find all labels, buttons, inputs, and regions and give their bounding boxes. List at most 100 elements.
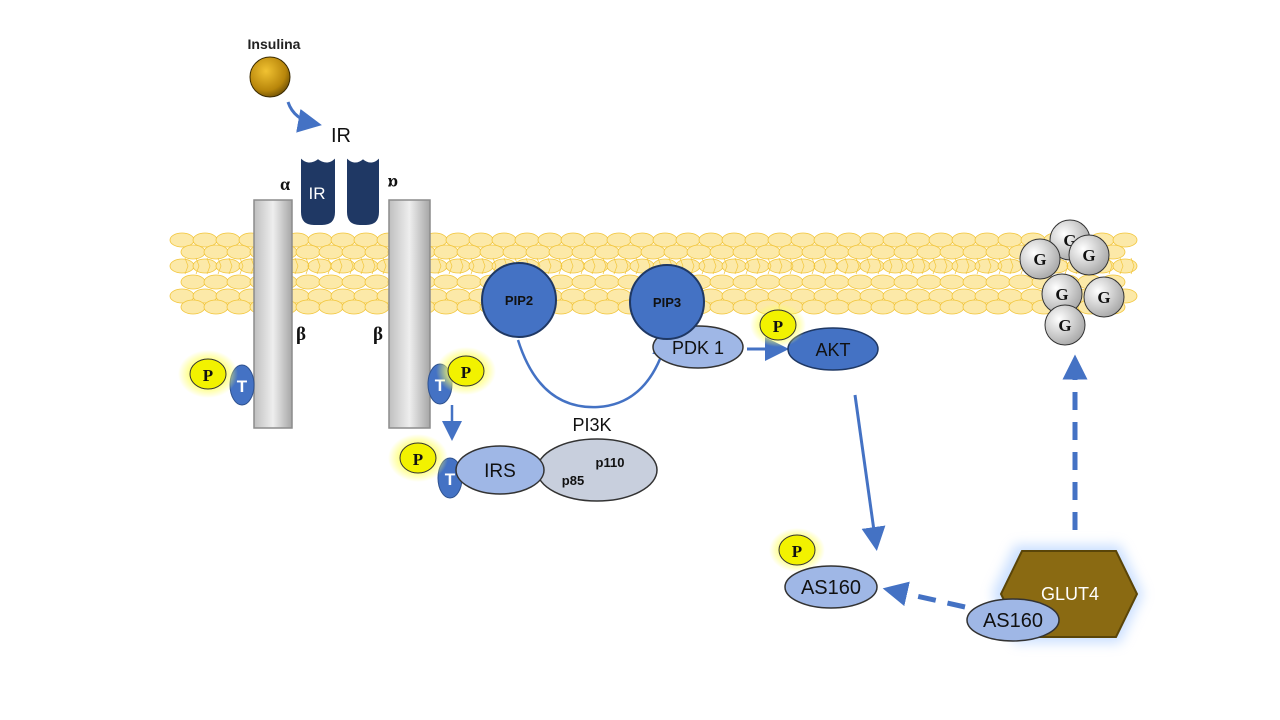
lipid-head: [824, 299, 850, 315]
lipid-tail: [470, 257, 475, 275]
lipid-head: [962, 274, 988, 290]
lipid-head: [1112, 232, 1138, 248]
lipid-head: [870, 299, 896, 315]
lipid-head: [571, 299, 597, 315]
phospho-tyrosine-right: T P: [427, 347, 496, 405]
insulin-molecule: [249, 56, 291, 98]
lipid-head: [341, 299, 367, 315]
lipid-head: [571, 244, 597, 260]
lipid-head: [226, 274, 252, 290]
lipid-head: [226, 299, 252, 315]
lipid-tail: [448, 257, 453, 275]
lipid-head: [721, 258, 747, 274]
lipid-head: [617, 244, 643, 260]
lipid-head: [295, 244, 321, 260]
glucose-label: G: [1058, 316, 1071, 335]
lipid-head: [571, 274, 597, 290]
lipid-tail: [756, 257, 761, 275]
pip2-label: PIP2: [505, 293, 533, 308]
lipid-tail: [899, 257, 904, 275]
lipid-tail: [888, 257, 893, 275]
lipid-tail: [844, 257, 849, 275]
lipid-head: [548, 244, 574, 260]
lipid-tail: [294, 257, 299, 275]
lipid-head: [939, 299, 965, 315]
lipid-tail: [591, 257, 596, 275]
lipid-head: [962, 244, 988, 260]
lipid-tail: [602, 257, 607, 275]
irs-protein: [455, 445, 545, 495]
lipid-head: [663, 244, 689, 260]
glucose-molecule: G: [1083, 276, 1125, 318]
phosphate-label: P: [792, 542, 802, 561]
lipid-head: [525, 244, 551, 260]
lipid-head: [215, 258, 241, 274]
as160-release-arrow: [882, 581, 966, 610]
lipid-head: [203, 274, 229, 290]
lipid-head: [755, 244, 781, 260]
p110-label: p110: [596, 455, 625, 470]
lipid-tail: [1108, 257, 1113, 275]
lipid-tail: [360, 257, 365, 275]
lipid-tail: [789, 257, 794, 275]
lipid-head: [456, 274, 482, 290]
lipid-head: [594, 299, 620, 315]
lipid-tail: [833, 257, 838, 275]
lipid-head: [433, 244, 459, 260]
lipid-head: [824, 244, 850, 260]
lipid-head: [985, 244, 1011, 260]
lipid-tail: [877, 257, 882, 275]
lipid-tail: [184, 257, 189, 275]
lipid-tail: [547, 257, 552, 275]
lipid-tail: [734, 257, 739, 275]
lipid-head: [974, 258, 1000, 274]
lipid-tail: [371, 257, 376, 275]
tyrosine-label: T: [237, 377, 248, 396]
lipid-head: [226, 244, 252, 260]
lipid-head: [859, 258, 885, 274]
lipid-head: [341, 274, 367, 290]
lipid-tail: [965, 257, 970, 275]
lipid-tail: [338, 257, 343, 275]
lipid-head: [318, 299, 344, 315]
lipid-tail: [976, 257, 981, 275]
phosphate-label: P: [413, 450, 423, 469]
lipid-tail: [954, 257, 959, 275]
lipid-head: [824, 274, 850, 290]
lipid-tail: [1064, 257, 1069, 275]
lipid-head: [203, 244, 229, 260]
phosphate-label: P: [773, 317, 783, 336]
lipid-tail: [327, 257, 332, 275]
lipid-tail: [987, 257, 992, 275]
lipid-head: [985, 274, 1011, 290]
lipid-head: [456, 244, 482, 260]
pip3-molecule: [629, 264, 705, 340]
lipid-head: [353, 258, 379, 274]
lipid-head: [732, 299, 758, 315]
lipid-tail: [316, 257, 321, 275]
lipid-head: [1008, 299, 1034, 315]
lipid-tail: [811, 257, 816, 275]
insulin-binding-arrow: [286, 101, 322, 133]
lipid-head: [847, 299, 873, 315]
lipid-head: [1112, 258, 1138, 274]
lipid-head: [790, 258, 816, 274]
lipid-head: [433, 299, 459, 315]
glucose-label: G: [1082, 246, 1095, 265]
lipid-head: [698, 258, 724, 274]
lipid-head: [468, 258, 494, 274]
lipid-head: [916, 299, 942, 315]
glucose-label: G: [1055, 285, 1068, 304]
alpha-left-label: α: [280, 174, 290, 194]
lipid-head: [951, 258, 977, 274]
lipid-head: [364, 244, 390, 260]
lipid-tail: [712, 257, 717, 275]
lipid-head: [433, 274, 459, 290]
lipid-head: [709, 274, 735, 290]
lipid-head: [606, 258, 632, 274]
lipid-head: [594, 274, 620, 290]
pdk1-label: PDK 1: [672, 338, 724, 358]
as160-bound: [966, 598, 1060, 642]
lipid-head: [778, 244, 804, 260]
